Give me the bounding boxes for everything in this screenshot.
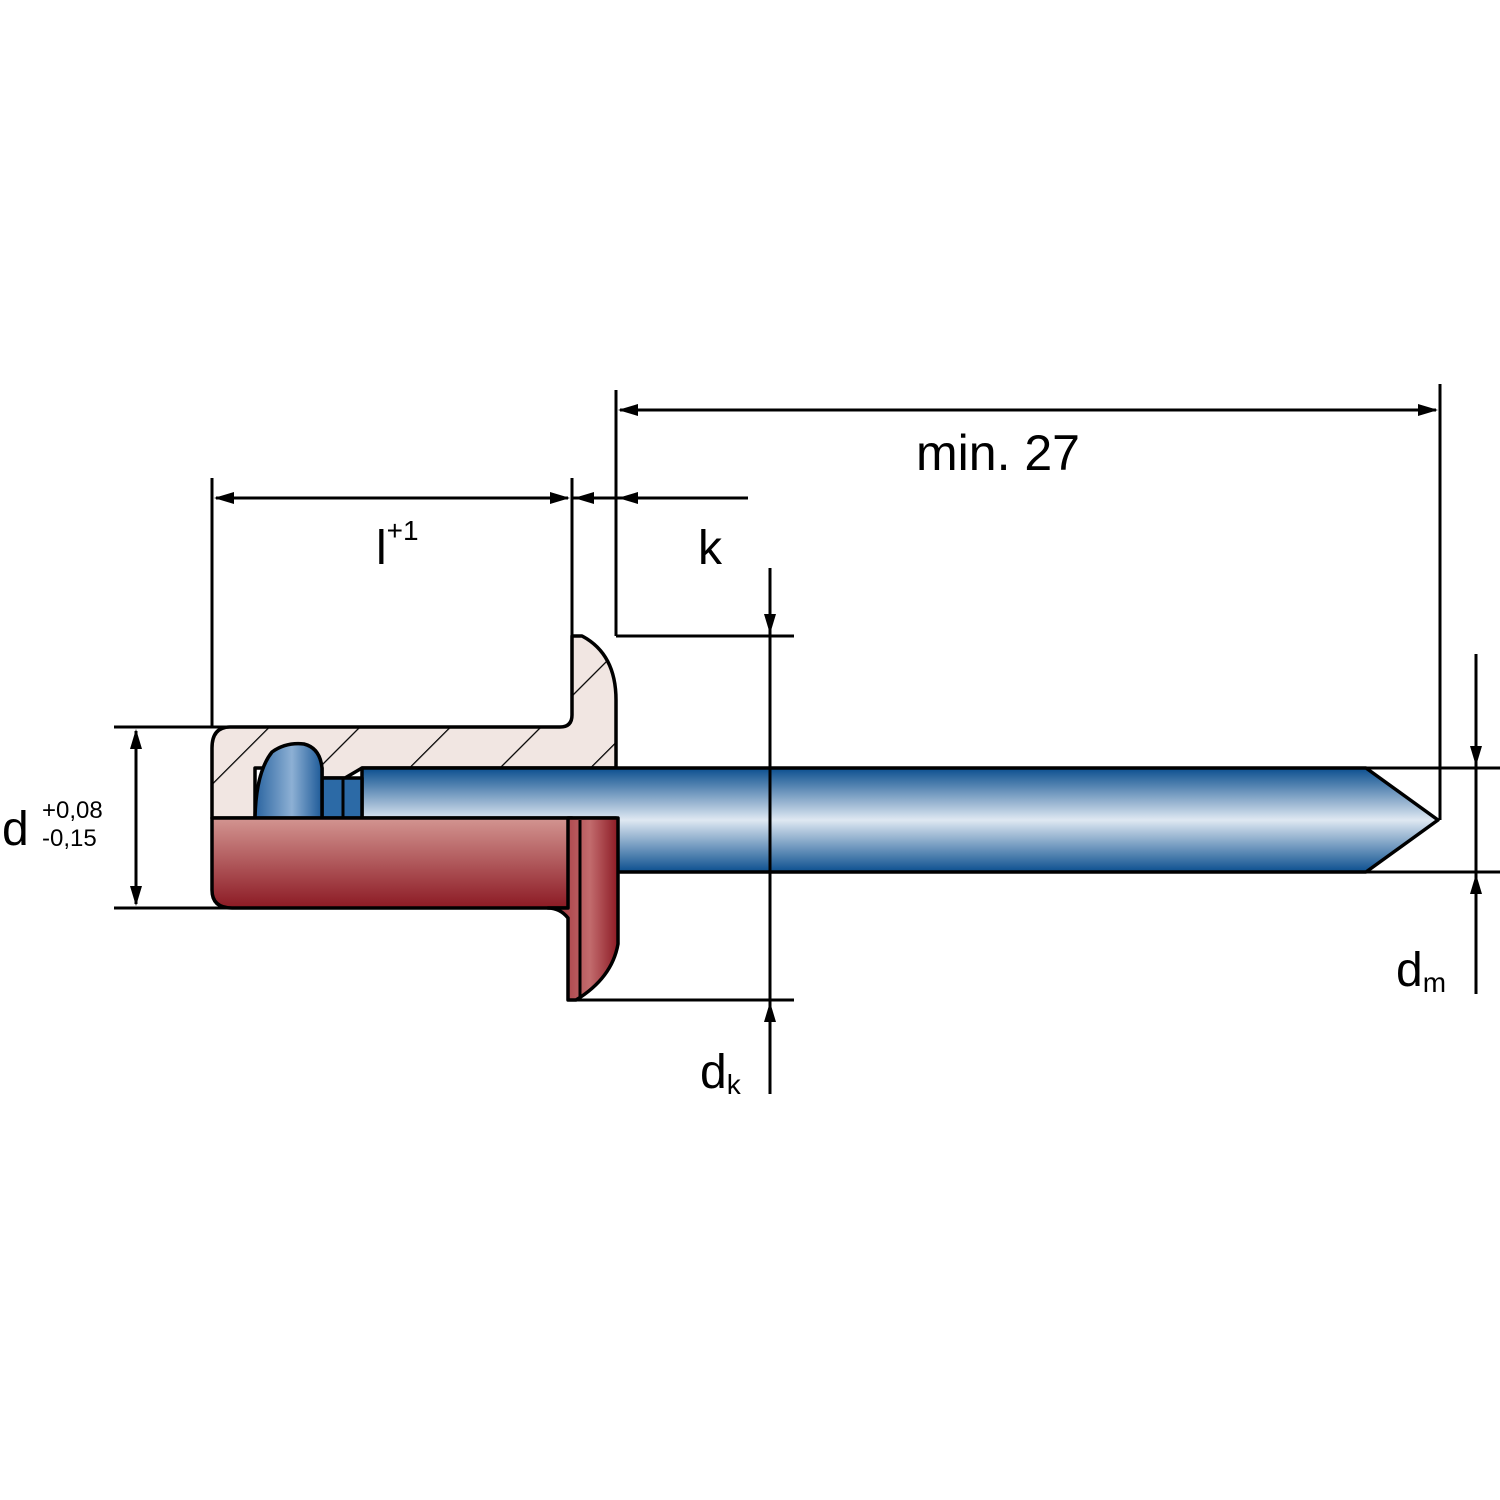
rivet-flange — [546, 816, 620, 1002]
label-diameter-tol-lower: -0,15 — [42, 825, 97, 852]
label-mandrel-length: min. 27 — [916, 425, 1080, 481]
body-section-upper — [210, 634, 618, 820]
label-mandrel-diameter: dm — [1396, 944, 1446, 998]
label-diameter: d — [2, 803, 29, 856]
mandrel-head — [253, 741, 324, 820]
label-diameter-tol-upper: +0,08 — [42, 797, 103, 824]
label-head-height: k — [698, 522, 723, 575]
label-length: l+1 — [376, 515, 419, 575]
rivet-sleeve — [210, 816, 574, 910]
label-head-diameter: dk — [700, 1046, 742, 1100]
